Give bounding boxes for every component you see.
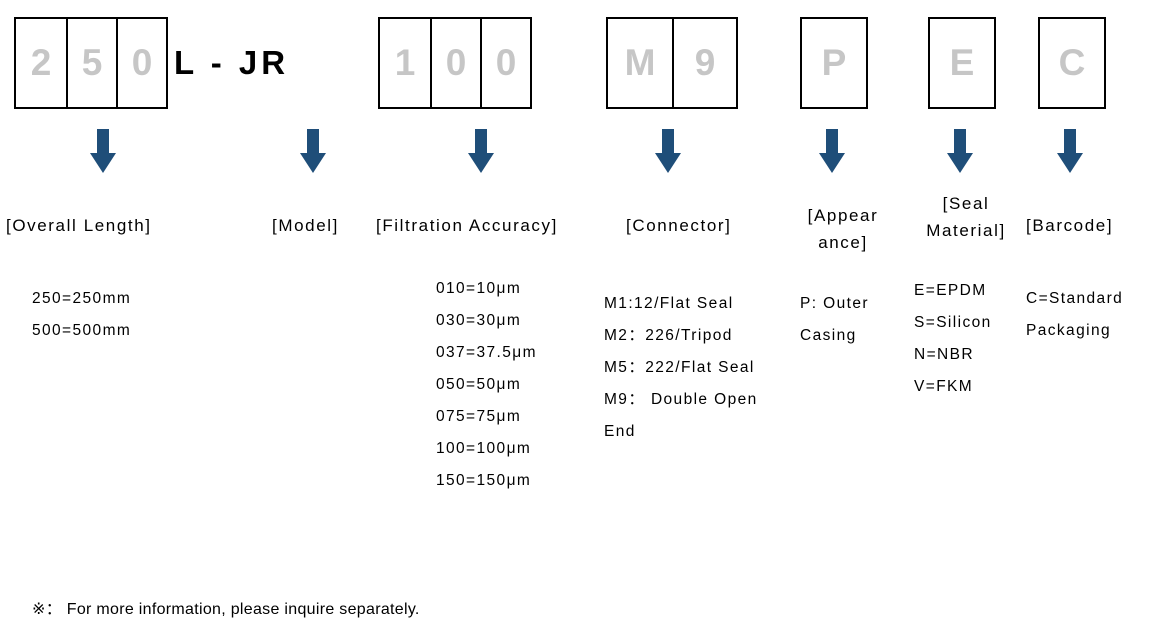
code-literal-model: L - JR (174, 44, 290, 81)
code-group-overall-length: 2 5 0 (14, 17, 168, 109)
down-arrow-icon-overall-length (90, 129, 116, 173)
footnote-text: ※： For more information, please inquire … (32, 601, 420, 618)
code-char-cell: 5 (66, 19, 116, 107)
option-list-overall-length: 250=250mm 500=500mm (32, 290, 132, 339)
code-group-filtration-accuracy: 1 0 0 (378, 17, 532, 109)
section-label-model: [Model] (272, 216, 339, 235)
section-label-connector: [Connector] (626, 216, 732, 235)
option-list-filtration-accuracy: 010=10μm 030=30μm 037=37.5μm 050=50μm 07… (436, 280, 537, 489)
down-arrow-icon-connector (655, 129, 681, 173)
section-label-filtration-accuracy: [Filtration Accuracy] (376, 216, 558, 235)
option-list-appearance: P: Outer Casing (800, 295, 869, 344)
code-char-cell: 1 (394, 42, 416, 83)
section-label-overall-length: [Overall Length] (6, 216, 152, 235)
option-list-barcode: C=Standard Packaging (1026, 290, 1124, 339)
code-group-appearance: P (800, 17, 868, 109)
code-group-barcode: C (1038, 17, 1106, 109)
code-char-cell: M (624, 42, 656, 83)
option-list-connector: M1:12/Flat Seal M2：226/Tripod M5：222/Fla… (604, 295, 758, 440)
code-char-cell: C (1058, 42, 1086, 83)
code-char-cell: 0 (430, 19, 480, 107)
section-label-barcode: [Barcode] (1026, 216, 1114, 235)
code-char-cell: 0 (116, 19, 166, 107)
code-group-connector: M 9 (606, 17, 738, 109)
code-char-cell: P (821, 42, 847, 83)
section-label-appearance: [Appear ance] (807, 206, 879, 252)
code-char-cell: 2 (30, 42, 52, 83)
down-arrow-icon-filtration-accuracy (468, 129, 494, 173)
code-char-cell: 9 (672, 19, 736, 107)
code-char-cell: 0 (480, 19, 530, 107)
down-arrow-icon-model (300, 129, 326, 173)
code-group-seal-material: E (928, 17, 996, 109)
section-label-seal-material: [Seal Material] (926, 194, 1006, 240)
down-arrow-icon-appearance (819, 129, 845, 173)
code-char-cell: E (949, 42, 975, 83)
down-arrow-icon-barcode (1057, 129, 1083, 173)
option-list-seal-material: E=EPDM S=Silicon N=NBR V=FKM (914, 282, 992, 395)
down-arrow-icon-seal-material (947, 129, 973, 173)
